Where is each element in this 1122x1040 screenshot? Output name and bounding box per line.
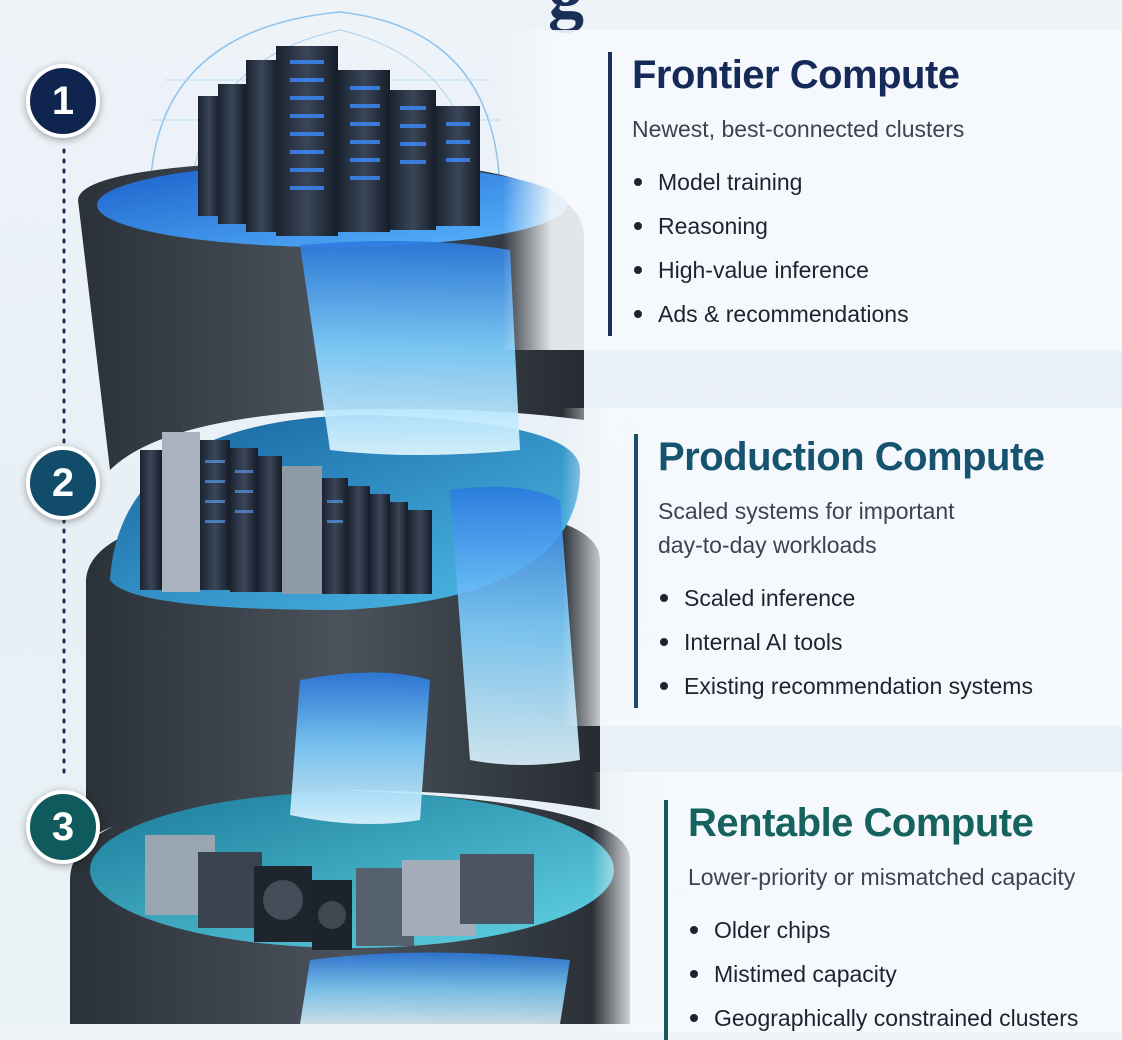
- list-item: Older chips: [688, 908, 1078, 952]
- header-title-fragment: g: [548, 0, 584, 35]
- tier2-panel-bg: [562, 408, 1122, 726]
- rentable-compute-card: Rentable Compute Lower-priority or misma…: [664, 800, 1078, 1040]
- card-title: Rentable Compute: [688, 801, 1034, 845]
- card-subtitle: Newest, best-connected clusters: [632, 116, 965, 142]
- waterfall-illustration: [62, 11, 630, 1024]
- step-badge-2: 2: [26, 446, 100, 520]
- list-item: Model training: [632, 160, 964, 204]
- list-item: Mistimed capacity: [688, 952, 1078, 996]
- list-item: Geographically constrained clusters: [688, 996, 1078, 1040]
- waterfall-lower: [290, 672, 430, 824]
- step-badge-1: 1: [26, 64, 100, 138]
- network-dome: [149, 11, 501, 201]
- waterfall-upper: [300, 241, 520, 455]
- frontier-server-racks: [198, 46, 480, 236]
- step-badge-3: 3: [26, 790, 100, 864]
- tier1-panel-bg: [502, 30, 1122, 350]
- production-compute-card: Production Compute Scaled systems for im…: [634, 434, 1045, 708]
- list-item: Scaled inference: [658, 576, 1045, 620]
- card-subtitle: Lower-priority or mismatched capacity: [688, 864, 1076, 890]
- tier3-panel-bg: [592, 772, 1122, 1032]
- list-item: Existing recommendation systems: [658, 664, 1045, 708]
- list-item: Reasoning: [632, 204, 964, 248]
- list-item: High-value inference: [632, 248, 964, 292]
- card-title: Production Compute: [658, 435, 1045, 479]
- card-bullet-list: Scaled inference Internal AI tools Exist…: [658, 576, 1045, 708]
- waterfall-middle: [450, 486, 580, 765]
- list-item: Internal AI tools: [658, 620, 1045, 664]
- list-item: Ads & recommendations: [632, 292, 964, 336]
- production-server-racks: [140, 432, 432, 594]
- frontier-compute-card: Frontier Compute Newest, best-connected …: [608, 52, 964, 336]
- card-bullet-list: Model training Reasoning High-value infe…: [632, 160, 964, 336]
- card-title: Frontier Compute: [632, 53, 960, 97]
- card-subtitle: Scaled systems for important day-to-day …: [658, 498, 955, 558]
- rentable-server-machines: [145, 835, 534, 950]
- card-bullet-list: Older chips Mistimed capacity Geographic…: [688, 908, 1078, 1040]
